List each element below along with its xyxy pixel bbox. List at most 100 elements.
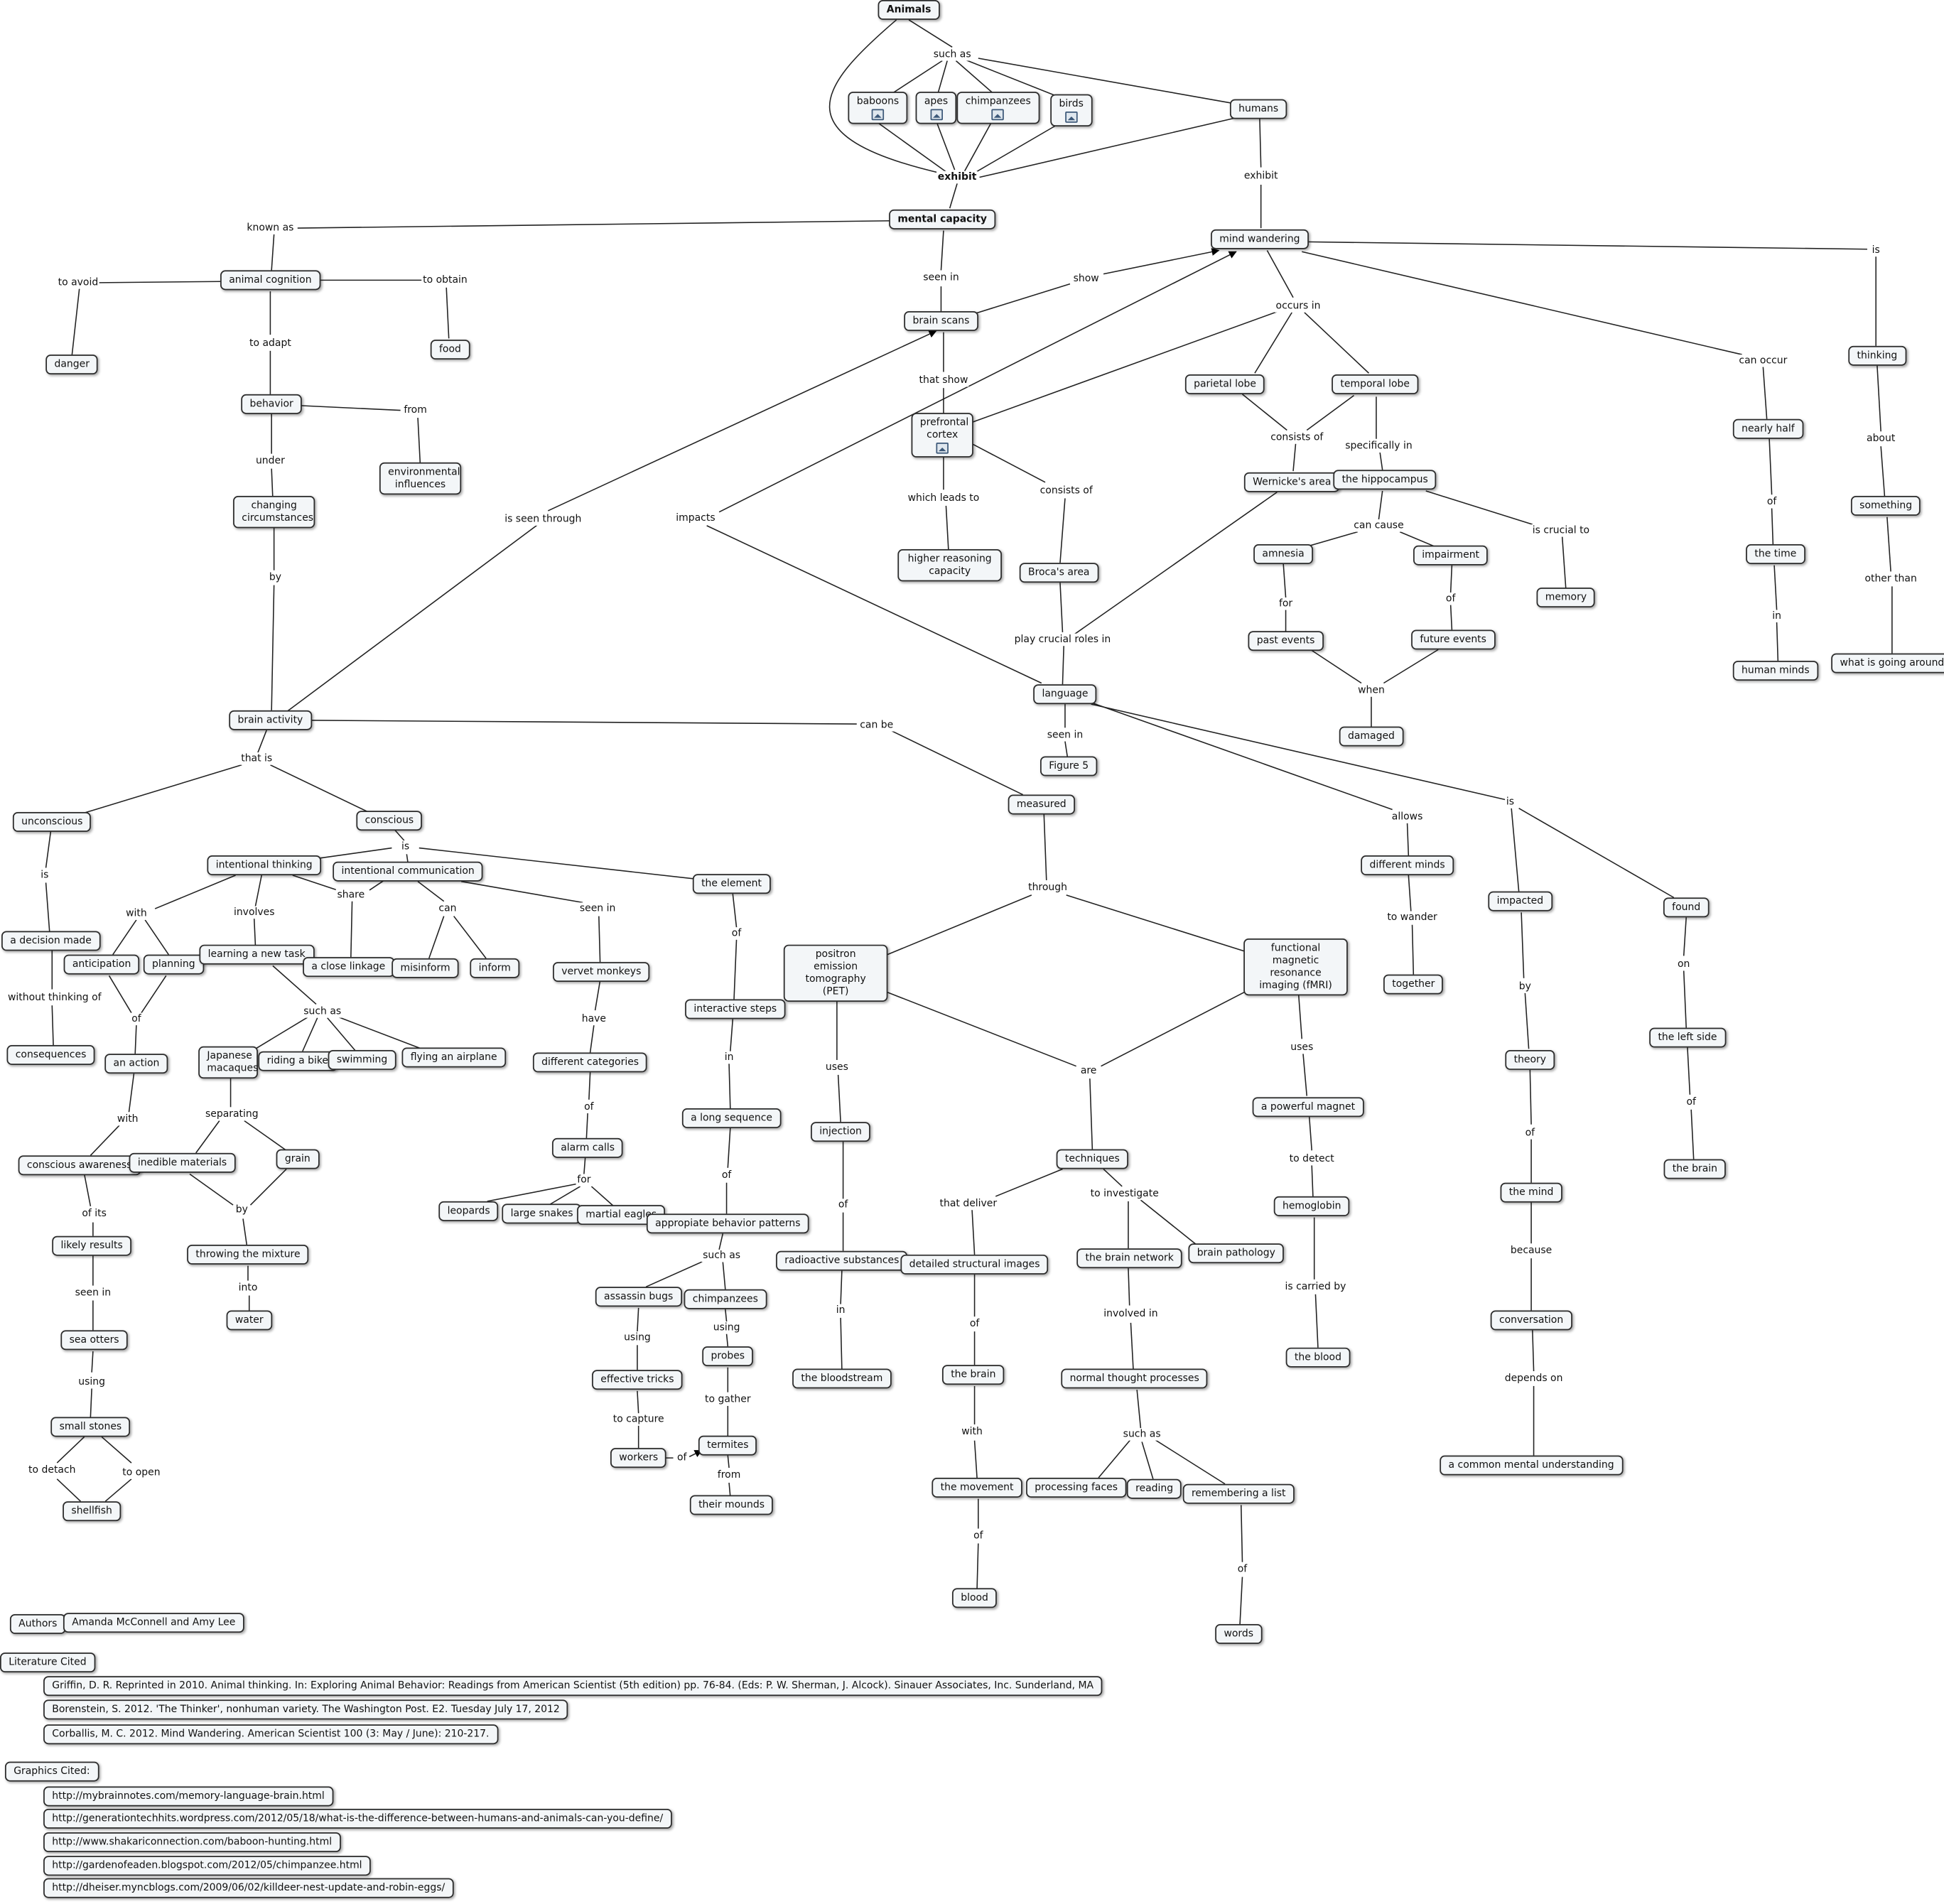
concept-what-is-going-around[interactable]: what is going around xyxy=(1831,653,1944,674)
concept-pet[interactable]: positron emission tomography (PET) xyxy=(783,944,888,1002)
graphics-link[interactable]: http://generationtechhits.wordpress.com/… xyxy=(43,1808,672,1829)
image-icon[interactable] xyxy=(929,109,943,121)
concept-remembering-list[interactable]: remembering a list xyxy=(1182,1483,1295,1504)
concept-human-minds[interactable]: human minds xyxy=(1732,661,1818,681)
image-icon[interactable] xyxy=(992,109,1005,121)
concept-japanese-macaques[interactable]: Japanese macaques xyxy=(198,1046,258,1079)
concept-theory[interactable]: theory xyxy=(1505,1050,1555,1070)
concept-environmental-influences[interactable]: environmental influences xyxy=(379,462,462,495)
concept-behavior-patterns[interactable]: appropiate behavior patterns xyxy=(646,1213,809,1234)
concept-reading[interactable]: reading xyxy=(1126,1478,1182,1499)
concept-martial-eagles[interactable]: martial eagles xyxy=(577,1205,666,1226)
concept-chimpanzees-probes[interactable]: chimpanzees xyxy=(684,1289,767,1309)
concept-wernickes-area[interactable]: Wernicke's area xyxy=(1243,472,1340,492)
concept-birds[interactable]: birds xyxy=(1050,94,1093,126)
concept-misinform[interactable]: misinform xyxy=(392,958,459,978)
concept-anticipation[interactable]: anticipation xyxy=(63,954,140,975)
concept-changing-circumstances[interactable]: changing circumstances xyxy=(233,496,315,529)
concept-danger[interactable]: danger xyxy=(45,355,99,374)
concept-grain[interactable]: grain xyxy=(276,1149,319,1169)
concept-intentional-thinking[interactable]: intentional thinking xyxy=(207,855,321,875)
concept-food[interactable]: food xyxy=(430,340,470,360)
concept-radioactive-substances[interactable]: radioactive substances xyxy=(776,1250,908,1271)
authors-label[interactable]: Authors xyxy=(9,1613,66,1634)
concept-amnesia[interactable]: amnesia xyxy=(1253,544,1313,564)
concept-alarm-calls[interactable]: alarm calls xyxy=(552,1137,624,1158)
concept-swimming[interactable]: swimming xyxy=(328,1050,396,1070)
literature-item[interactable]: Borenstein, S. 2012. 'The Thinker', nonh… xyxy=(43,1699,569,1720)
literature-item[interactable]: Corballis, M. C. 2012. Mind Wandering. A… xyxy=(43,1724,498,1745)
concept-apes[interactable]: apes xyxy=(915,92,957,124)
concept-nearly-half[interactable]: nearly half xyxy=(1732,418,1803,439)
concept-humans[interactable]: humans xyxy=(1229,99,1287,119)
concept-conscious[interactable]: conscious xyxy=(356,811,423,831)
concept-sea-otters[interactable]: sea otters xyxy=(60,1330,128,1351)
graphics-link[interactable]: http://www.shakariconnection.com/baboon-… xyxy=(43,1832,341,1853)
concept-injection[interactable]: injection xyxy=(811,1122,871,1142)
concept-powerful-magnet[interactable]: a powerful magnet xyxy=(1252,1097,1364,1118)
concept-intentional-communication[interactable]: intentional communication xyxy=(333,861,483,882)
concept-throwing-mixture[interactable]: throwing the mixture xyxy=(187,1244,309,1265)
concept-higher-reasoning[interactable]: higher reasoning capacity xyxy=(897,549,1002,582)
concept-fmri[interactable]: functional magnetic resonance imaging (f… xyxy=(1243,938,1348,996)
concept-hippocampus[interactable]: the hippocampus xyxy=(1333,470,1437,490)
concept-mind-wandering[interactable]: mind wandering xyxy=(1211,229,1309,249)
concept-effective-tricks[interactable]: effective tricks xyxy=(592,1370,683,1390)
concept-the-mind[interactable]: the mind xyxy=(1500,1182,1562,1203)
concept-riding-bike[interactable]: riding a bike xyxy=(258,1051,338,1071)
concept-something[interactable]: something xyxy=(1850,496,1921,516)
concept-together[interactable]: together xyxy=(1383,974,1444,995)
concept-assassin-bugs[interactable]: assassin bugs xyxy=(595,1287,682,1307)
concept-brocas-area[interactable]: Broca's area xyxy=(1019,563,1098,583)
concept-impacted[interactable]: impacted xyxy=(1488,891,1552,912)
concept-impairment[interactable]: impairment xyxy=(1413,545,1489,566)
concept-consequences[interactable]: consequences xyxy=(6,1045,95,1065)
concept-the-brain-left[interactable]: the brain xyxy=(1663,1159,1727,1179)
graphics-link[interactable]: http://gardenofeaden.blogspot.com/2012/0… xyxy=(43,1856,371,1876)
concept-measured[interactable]: measured xyxy=(1008,794,1075,815)
concept-their-mounds[interactable]: their mounds xyxy=(689,1495,774,1515)
concept-brain-scans[interactable]: brain scans xyxy=(904,310,978,331)
image-icon[interactable] xyxy=(1064,112,1078,123)
concept-damaged[interactable]: damaged xyxy=(1339,726,1404,747)
concept-past-events[interactable]: past events xyxy=(1248,631,1324,651)
concept-flying-airplane[interactable]: flying an airplane xyxy=(401,1047,506,1068)
concept-interactive-steps[interactable]: interactive steps xyxy=(685,999,786,1019)
concept-behavior[interactable]: behavior xyxy=(241,394,303,414)
concept-an-action[interactable]: an action xyxy=(104,1054,168,1074)
literature-item[interactable]: Griffin, D. R. Reprinted in 2010. Animal… xyxy=(43,1676,1103,1697)
concept-the-time[interactable]: the time xyxy=(1746,544,1805,564)
concept-chimpanzees[interactable]: chimpanzees xyxy=(956,92,1040,124)
concept-common-understanding[interactable]: a common mental understanding xyxy=(1440,1455,1623,1476)
concept-normal-thought-processes[interactable]: normal thought processes xyxy=(1061,1368,1208,1389)
concept-animals[interactable]: Animals xyxy=(878,0,940,20)
concept-different-minds[interactable]: different minds xyxy=(1361,855,1454,875)
concept-animal-cognition[interactable]: animal cognition xyxy=(220,270,320,291)
concept-words[interactable]: words xyxy=(1215,1623,1263,1644)
concept-future-events[interactable]: future events xyxy=(1411,629,1496,650)
concept-large-snakes[interactable]: large snakes xyxy=(502,1203,582,1224)
concept-the-movement[interactable]: the movement xyxy=(932,1478,1022,1498)
concept-bloodstream[interactable]: the bloodstream xyxy=(792,1368,892,1389)
concept-shellfish[interactable]: shellfish xyxy=(63,1501,122,1522)
concept-water[interactable]: water xyxy=(226,1310,272,1331)
image-icon[interactable] xyxy=(936,442,949,454)
concept-memory[interactable]: memory xyxy=(1536,588,1596,608)
concept-learning-task[interactable]: learning a new task xyxy=(199,944,314,965)
graphics-cited-label[interactable]: Graphics Cited: xyxy=(4,1761,99,1782)
concept-termites[interactable]: termites xyxy=(698,1435,757,1456)
concept-the-element[interactable]: the element xyxy=(692,874,771,894)
concept-brain-activity[interactable]: brain activity xyxy=(229,710,312,730)
concept-parietal-lobe[interactable]: parietal lobe xyxy=(1184,374,1265,394)
concept-inform[interactable]: inform xyxy=(470,958,520,978)
concept-brain-network[interactable]: the brain network xyxy=(1076,1248,1183,1269)
concept-left-side[interactable]: the left side xyxy=(1649,1027,1726,1048)
concept-different-categories[interactable]: different categories xyxy=(532,1052,648,1073)
concept-long-sequence[interactable]: a long sequence xyxy=(681,1108,782,1128)
image-icon[interactable] xyxy=(871,109,885,121)
concept-close-linkage[interactable]: a close linkage xyxy=(303,957,394,978)
concept-blood[interactable]: blood xyxy=(952,1588,998,1608)
concept-techniques[interactable]: techniques xyxy=(1056,1149,1129,1169)
concept-conversation[interactable]: conversation xyxy=(1490,1310,1572,1331)
concept-found[interactable]: found xyxy=(1663,897,1710,918)
